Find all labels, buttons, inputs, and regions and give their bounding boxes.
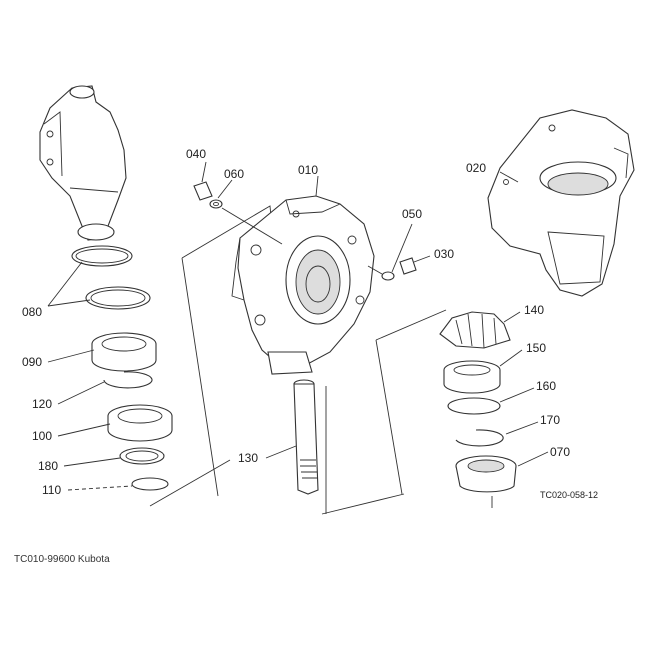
right-housing	[487, 109, 635, 297]
callout-020: 020	[466, 161, 486, 175]
callout-160: 160	[536, 379, 556, 393]
callout-070: 070	[550, 445, 570, 459]
callout-100: 100	[32, 429, 52, 443]
callout-180: 180	[38, 459, 58, 473]
bolt-and-washer	[193, 181, 283, 245]
callout-130: 130	[238, 451, 258, 465]
oil-seal-lower	[85, 286, 151, 310]
drain-plug	[367, 257, 417, 281]
callout-030: 030	[434, 247, 454, 261]
circlip-right	[455, 429, 504, 447]
callout-120: 120	[32, 397, 52, 411]
callout-labels: 040 060 010 020 050 030 140 150 160 170 …	[22, 147, 570, 497]
leader-lines	[47, 161, 549, 491]
footer-code: TC010-99600 Kubota	[14, 554, 110, 565]
callout-040: 040	[186, 147, 206, 161]
circlip-upper	[103, 371, 153, 389]
collar	[119, 447, 165, 465]
center-housing	[231, 195, 375, 375]
callout-150: 150	[526, 341, 546, 355]
oil-seal-upper	[71, 245, 133, 267]
drawing-code: TC020-058-12	[540, 490, 598, 500]
callout-010: 010	[298, 163, 318, 177]
callout-110: 110	[42, 483, 61, 497]
circlip-lower	[131, 477, 169, 491]
callout-060: 060	[224, 167, 244, 181]
callout-090: 090	[22, 355, 42, 369]
callout-140: 140	[524, 303, 544, 317]
left-housing	[39, 85, 127, 241]
shaft	[293, 379, 319, 495]
callout-080: 080	[22, 305, 42, 319]
bevel-gear	[439, 311, 511, 349]
left-parts-stack	[71, 245, 173, 491]
shim-ring	[447, 397, 501, 415]
callout-170: 170	[540, 413, 560, 427]
callout-050: 050	[402, 207, 422, 221]
right-parts-stack	[439, 311, 517, 508]
